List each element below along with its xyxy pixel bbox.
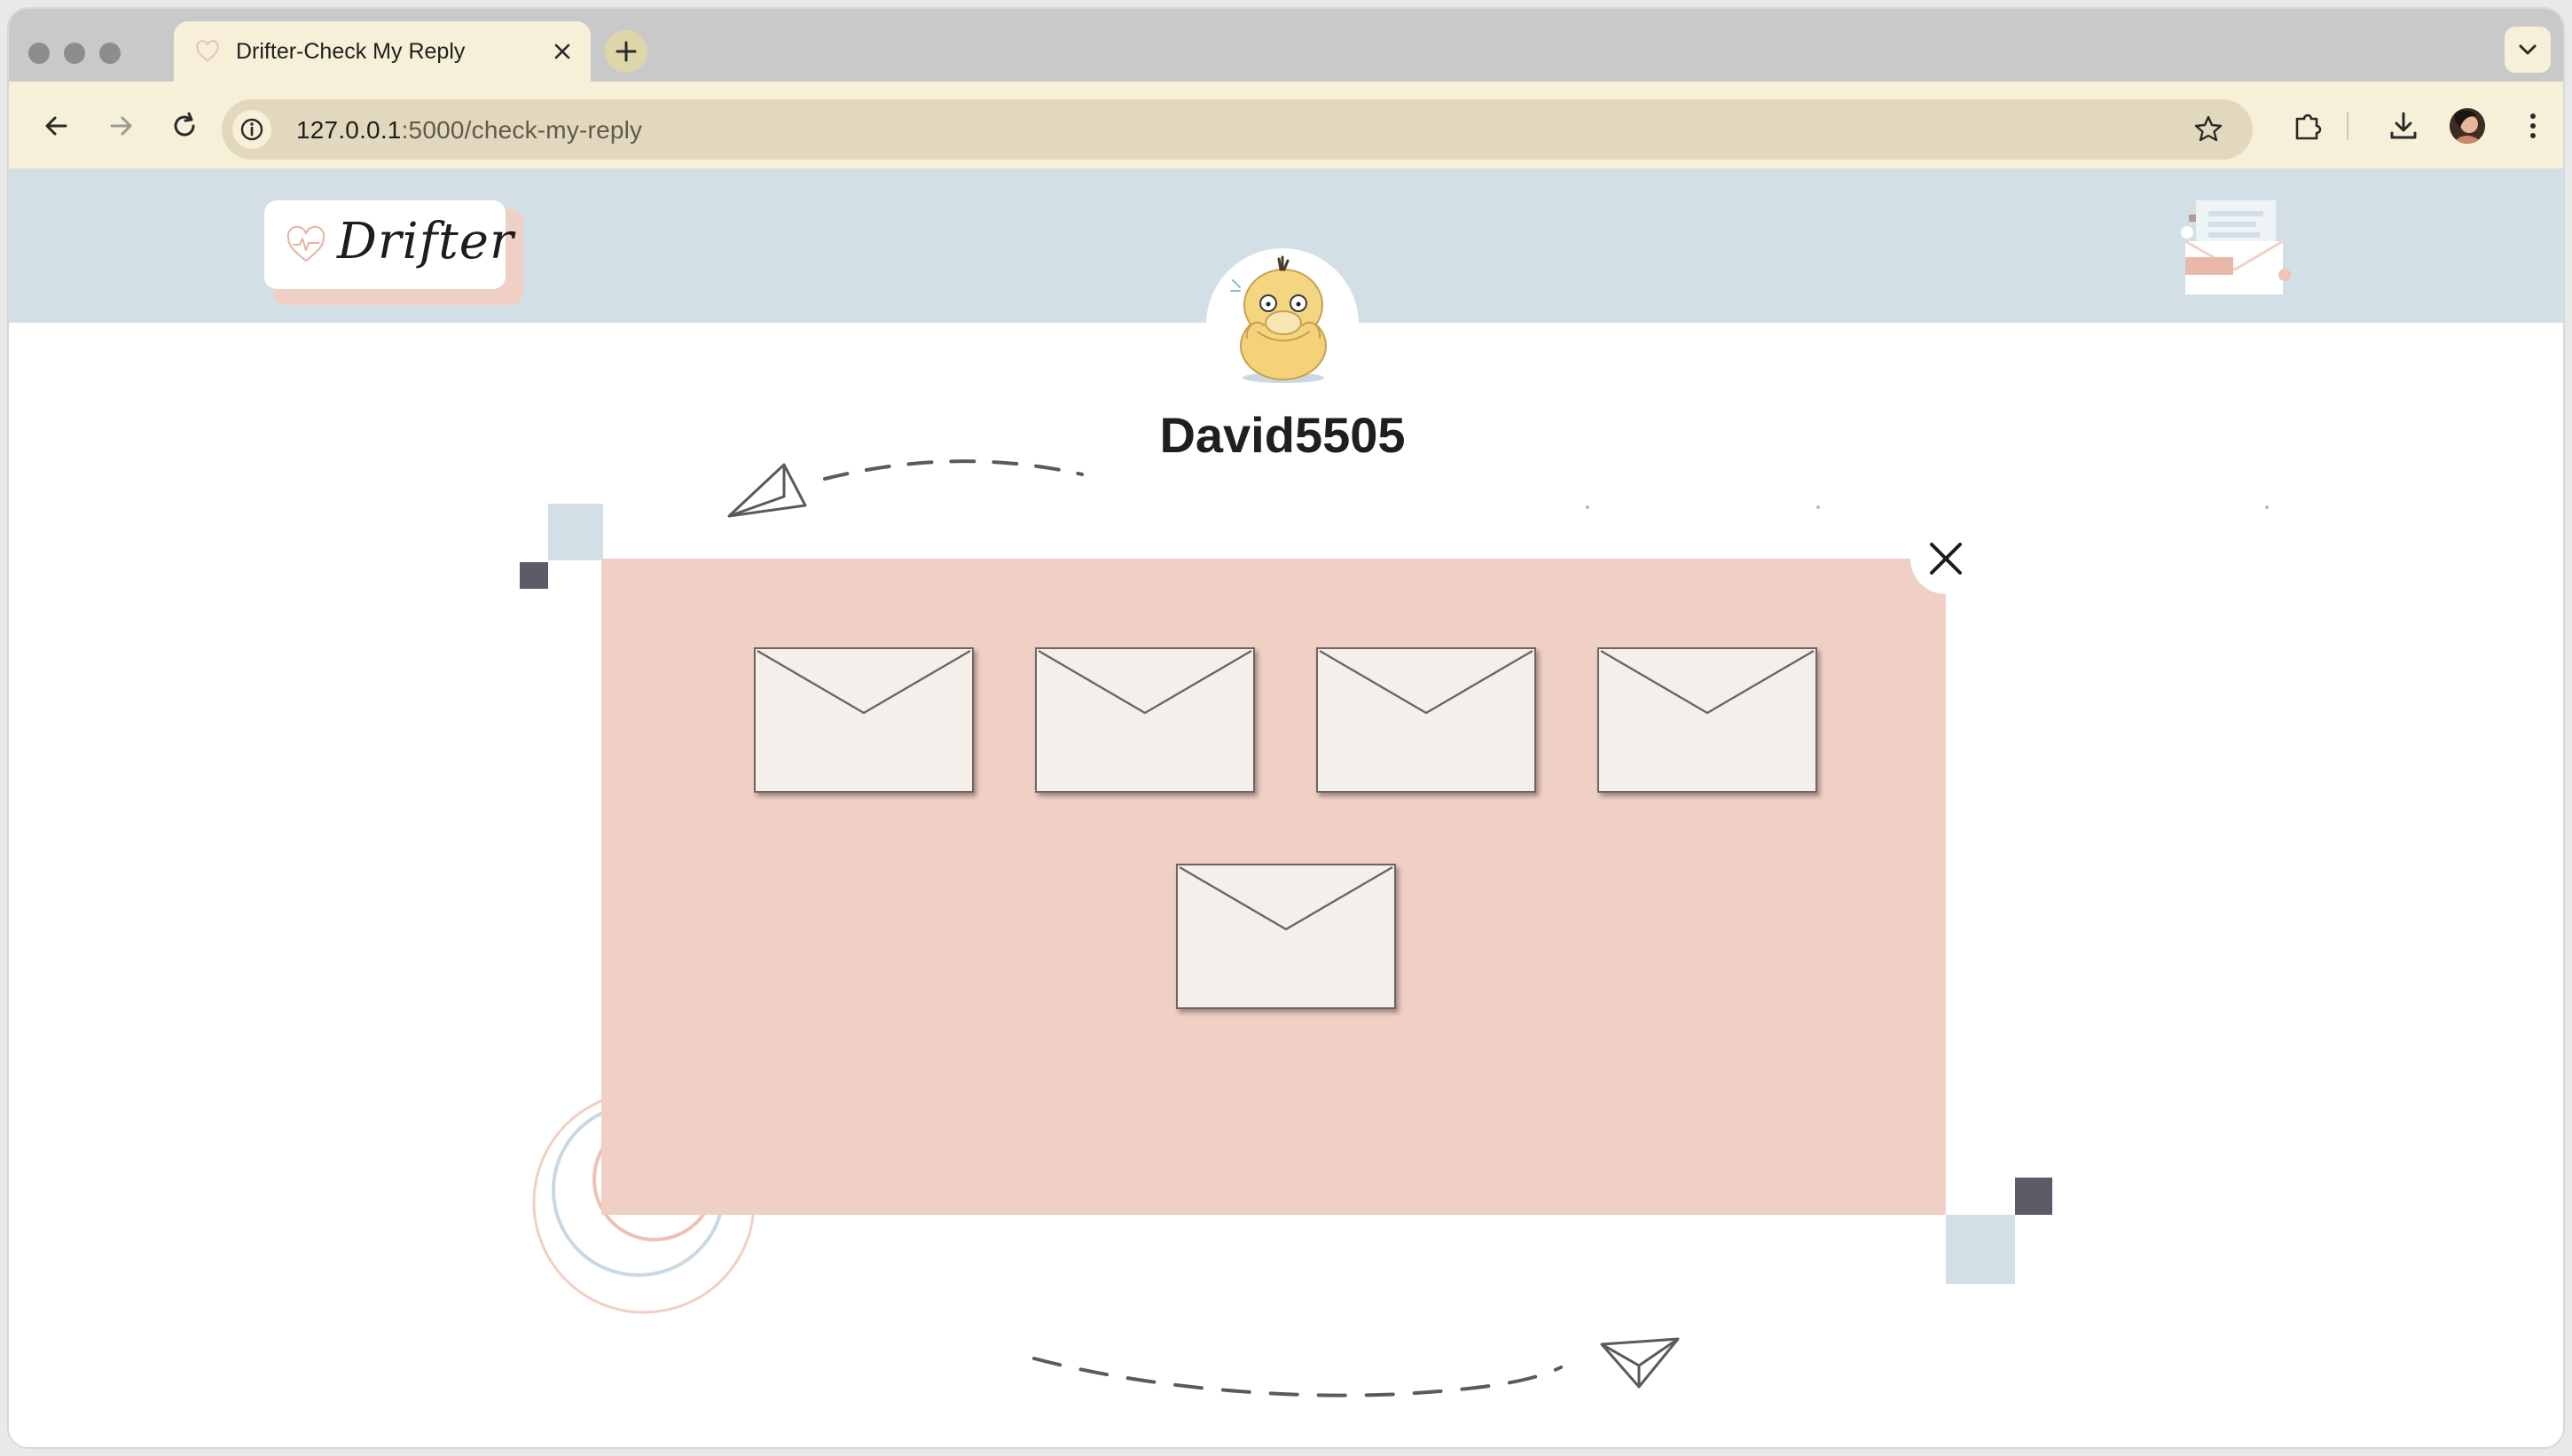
- reply-envelope-3[interactable]: [1316, 647, 1536, 793]
- chevron-down-icon: [2519, 44, 2537, 55]
- envelope-icon: [1319, 649, 1533, 715]
- profile-avatar[interactable]: [2450, 108, 2485, 144]
- letter-illustration-icon: [2181, 200, 2291, 294]
- browser-toolbar: 127.0.0.1:5000/check-my-reply: [9, 82, 2563, 170]
- paper-plane-icon: [1600, 1337, 1680, 1389]
- address-bar[interactable]: 127.0.0.1:5000/check-my-reply: [222, 99, 2253, 160]
- kebab-menu-icon[interactable]: [2515, 108, 2551, 144]
- url-path: :5000/check-my-reply: [401, 116, 643, 144]
- drifter-logo[interactable]: Drifter: [264, 200, 514, 289]
- reply-envelope-5[interactable]: [1176, 864, 1396, 1009]
- envelope-icon: [1038, 649, 1252, 715]
- envelope-icon: [1600, 649, 1815, 715]
- puzzle-icon[interactable]: [2290, 108, 2325, 144]
- tab-strip: Drifter-Check My Reply: [9, 9, 2563, 82]
- download-icon[interactable]: [2386, 108, 2421, 144]
- reply-envelope-4[interactable]: [1597, 647, 1817, 793]
- browser-window: Drifter-Check My Reply: [9, 9, 2563, 1447]
- url-text: 127.0.0.1:5000/check-my-reply: [296, 116, 642, 145]
- reply-envelope-2[interactable]: [1035, 647, 1255, 793]
- toolbar-divider: [2347, 112, 2349, 140]
- site-info-button[interactable]: [232, 110, 271, 149]
- paper-plane-icon: [727, 463, 807, 518]
- close-icon[interactable]: [550, 39, 575, 64]
- tab-title: Drifter-Check My Reply: [236, 39, 466, 64]
- plus-icon: [616, 41, 637, 62]
- heart-icon: [196, 40, 219, 62]
- arrow-right-icon[interactable]: [103, 108, 138, 144]
- envelope-icon: [757, 649, 971, 715]
- arrow-left-icon[interactable]: [39, 108, 74, 144]
- url-host: 127.0.0.1: [296, 116, 402, 144]
- new-tab-button[interactable]: [605, 30, 647, 73]
- heart-icon: [286, 225, 325, 262]
- user-avatar-icon[interactable]: [1226, 254, 1341, 387]
- user-avatar-icon: [2450, 108, 2485, 144]
- logo-text: Drifter: [337, 213, 514, 270]
- close-icon[interactable]: [1925, 537, 1967, 580]
- window-minimize-dot[interactable]: [64, 43, 85, 64]
- page-viewport: Drifter D: [9, 168, 2563, 1447]
- reload-icon[interactable]: [167, 108, 202, 144]
- star-icon[interactable]: [2192, 114, 2224, 145]
- window-zoom-dot[interactable]: [99, 43, 121, 64]
- username: David5505: [1159, 407, 1406, 463]
- reply-envelope-1[interactable]: [754, 647, 974, 793]
- info-icon: [240, 118, 263, 141]
- window-close-dot[interactable]: [28, 43, 50, 64]
- tab-search-button[interactable]: [2505, 27, 2551, 73]
- active-tab[interactable]: Drifter-Check My Reply: [174, 21, 591, 82]
- envelope-icon: [1179, 865, 1393, 931]
